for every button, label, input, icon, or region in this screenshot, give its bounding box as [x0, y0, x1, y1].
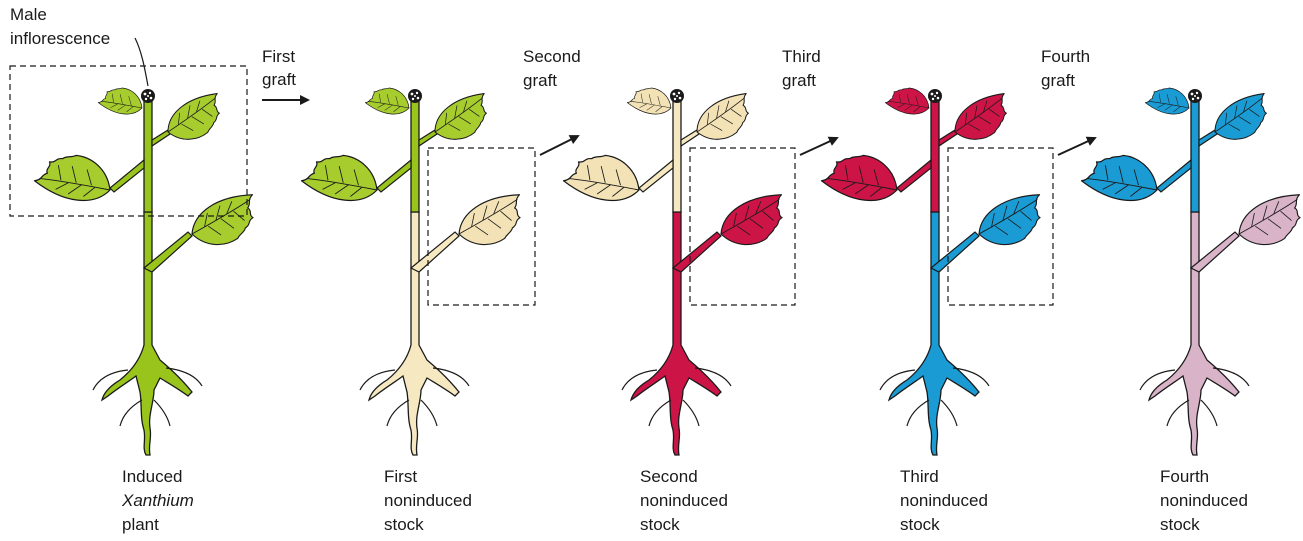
male-inflorescence-icon — [141, 89, 155, 103]
plant-2 — [300, 81, 532, 455]
svg-text:Fourth noninduced stoc: Fourth noninduced stock — [1160, 467, 1253, 534]
caption-1: Induced Xanthium plant — [121, 467, 199, 534]
scion-stem — [1191, 100, 1199, 212]
stock-leaf — [1232, 190, 1303, 254]
scion-branch — [639, 160, 673, 192]
scion-leaf-right — [1207, 90, 1278, 149]
svg-text:Third noninduced stock: Third noninduced stock — [900, 467, 993, 534]
graft-3-arrow — [800, 138, 837, 155]
scion-leaf-top — [1144, 81, 1193, 120]
scion-branch — [377, 160, 411, 192]
scion-leaf-large — [1080, 144, 1165, 211]
scion-stem — [673, 100, 681, 212]
scion-branch — [110, 160, 144, 192]
male-inflorescence-icon — [670, 89, 684, 103]
caption-2: First noninduced stock — [384, 467, 477, 534]
plant-4 — [820, 81, 1052, 455]
stock-leaf — [185, 190, 265, 254]
graft-region-box — [10, 66, 247, 216]
scion-leaf-top — [626, 81, 675, 120]
scion-leaf-top — [364, 81, 413, 120]
male-inflorescence-label: Male inflorescence — [10, 5, 110, 48]
scion-branch — [897, 160, 931, 192]
scion-leaf-top — [884, 81, 933, 120]
scion-branch — [681, 130, 699, 146]
caption-5: Fourth noninduced stock — [1160, 467, 1253, 534]
scion-leaf-right — [427, 90, 498, 149]
scion-leaf-right — [160, 90, 231, 149]
scion-branch — [939, 130, 957, 146]
scion-leaf-large — [300, 144, 385, 211]
stock-leaf — [714, 190, 794, 254]
scion-leaf-large — [33, 144, 118, 211]
plant-3 — [562, 81, 794, 455]
plant-5 — [1080, 81, 1303, 455]
svg-text:Second noninduced stoc: Second noninduced stock — [640, 467, 733, 534]
scion-branch — [1199, 130, 1217, 146]
scion-stem — [144, 100, 152, 212]
stock-leaf — [972, 190, 1052, 254]
scion-leaf-large — [820, 144, 905, 211]
plants-group — [10, 66, 1303, 455]
scion-stem — [411, 100, 419, 212]
scion-leaf-large — [562, 144, 647, 211]
svg-text:First noninduced stock: First noninduced stock — [384, 467, 477, 534]
label-leader-line — [135, 38, 148, 86]
graft-2-arrow — [540, 136, 578, 155]
male-inflorescence-icon — [928, 89, 942, 103]
scion-leaf-right — [689, 90, 760, 149]
male-inflorescence-icon — [1188, 89, 1202, 103]
scion-leaf-top — [97, 81, 146, 120]
plant-1 — [33, 81, 265, 455]
scion-stem — [931, 100, 939, 212]
scion-branch — [1157, 160, 1191, 192]
scion-branch — [419, 130, 437, 146]
caption-4: Third noninduced stock — [900, 467, 993, 534]
graft-4-arrow — [1058, 138, 1095, 155]
svg-text:Induced Xanthium plant: Induced Xanthium plant — [121, 467, 199, 534]
caption-3: Second noninduced stock — [640, 467, 733, 534]
scion-branch — [152, 130, 170, 146]
male-inflorescence-icon — [408, 89, 422, 103]
scion-leaf-right — [947, 90, 1018, 149]
stock-leaf — [452, 190, 532, 254]
